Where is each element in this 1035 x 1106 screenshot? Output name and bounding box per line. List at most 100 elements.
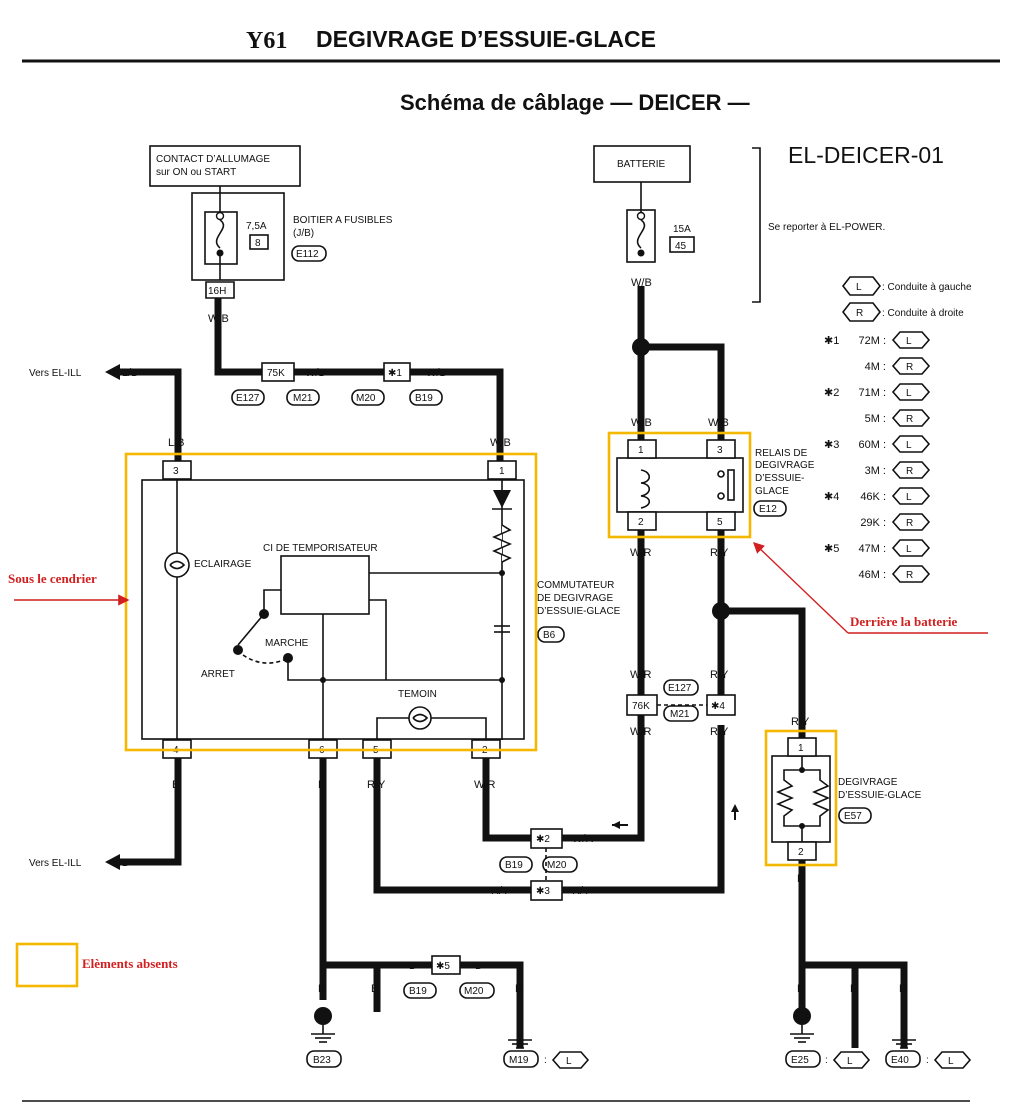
svg-text:5: 5 — [717, 517, 723, 528]
timer-ic — [280, 555, 370, 615]
svg-text:RELAIS DE: RELAIS DE — [755, 448, 808, 459]
svg-text:✱3: ✱3 — [536, 886, 550, 897]
fuse-symbol — [215, 219, 225, 249]
relay: 1 3 2 5 RELAIS DE DEGIVRAGE D’ESSUIE- GL… — [616, 439, 815, 531]
svg-text:D’ESSUIE-: D’ESSUIE- — [755, 473, 804, 484]
svg-text:M19: M19 — [509, 1055, 529, 1066]
wire-b-m19 — [460, 961, 524, 1048]
svg-text:R/Y: R/Y — [710, 669, 729, 681]
splice-wb — [632, 338, 650, 356]
svg-text:COMMUTATEUR: COMMUTATEUR — [537, 580, 614, 591]
svg-text:✱5: ✱5 — [436, 961, 450, 972]
legend-row-side: R — [906, 414, 913, 425]
legend-row-mark: ✱1 — [824, 335, 839, 347]
svg-text:L: L — [847, 1056, 853, 1067]
svg-text:W/R: W/R — [630, 669, 651, 681]
deicer-switch: 3 1 4 6 5 2 ECLAIRAGE CI DE TEMPORISATEU… — [141, 460, 621, 759]
svg-text:B: B — [850, 983, 857, 995]
svg-text:3: 3 — [717, 445, 723, 456]
svg-text:MARCHE: MARCHE — [265, 638, 309, 649]
legend-row-code: 4M : — [865, 361, 886, 373]
connector-star5: ✱5 B19 M20 — [403, 955, 495, 999]
wire-ry-switch — [373, 758, 531, 894]
legend-row-side: R — [906, 466, 913, 477]
legend-row-side: R — [906, 362, 913, 373]
legend-row-side-symbol — [891, 357, 931, 375]
svg-text:E12: E12 — [759, 504, 777, 515]
svg-text:B: B — [797, 983, 804, 995]
svg-text:W/R: W/R — [474, 779, 495, 791]
svg-text:B: B — [122, 857, 129, 869]
legend-swatch — [15, 942, 79, 988]
svg-text:CI DE TEMPORISATEUR: CI DE TEMPORISATEUR — [263, 543, 378, 554]
legend-row: 29K :R — [860, 513, 931, 531]
to-ill-top: Vers EL-ILL — [29, 368, 82, 379]
page-title: DEGIVRAGE D’ESSUIE-GLACE — [316, 26, 656, 52]
legend-row-side-symbol — [891, 461, 931, 479]
svg-text:L/B: L/B — [122, 367, 139, 379]
wire-b-e40 — [802, 961, 859, 1048]
wire-labels: W/B W/B W/B L/B L/B W/B W/B W/B W/B W/R … — [29, 277, 906, 995]
svg-text:M20: M20 — [464, 986, 484, 997]
legend-row-side: R — [906, 518, 913, 529]
svg-text:3: 3 — [173, 466, 179, 477]
legend-row-side: R — [906, 570, 913, 581]
wire-wb-to-switch — [410, 368, 504, 462]
svg-text:W/B: W/B — [305, 367, 326, 379]
svg-text:1: 1 — [638, 445, 644, 456]
legend-row: 4M : R — [865, 357, 931, 375]
svg-text:TEMOIN: TEMOIN — [398, 689, 437, 700]
svg-text:L/B: L/B — [168, 437, 185, 449]
arrow-left-head — [612, 821, 620, 829]
svg-text:76K: 76K — [632, 701, 650, 712]
svg-text:B23: B23 — [313, 1055, 331, 1066]
legend: L : Conduite à gauche R : Conduite à dro… — [824, 276, 972, 583]
svg-text:E112: E112 — [296, 249, 319, 260]
arrow-to-ill-bottom — [105, 854, 120, 870]
battery: BATTERIE 15A 45 — [593, 145, 695, 263]
svg-text:B: B — [371, 983, 378, 995]
legend-l-text: : Conduite à gauche — [882, 282, 972, 293]
note-derriere-batterie: Derrière la batterie — [850, 614, 958, 629]
wire-wr-switch — [482, 758, 531, 842]
note-elements-absents: Elèments absents — [82, 956, 178, 971]
svg-text:✱2: ✱2 — [536, 834, 550, 845]
svg-text:W/B: W/B — [708, 417, 729, 429]
ground-e40: E40 : L — [885, 1039, 972, 1069]
svg-text:M21: M21 — [670, 709, 690, 720]
svg-text:D’ESSUIE-GLACE: D’ESSUIE-GLACE — [838, 790, 922, 801]
wire-ry-heater — [721, 607, 806, 738]
diode-icon — [493, 490, 511, 508]
ignition-switch: CONTACT D’ALLUMAGE sur ON ou START — [149, 145, 301, 187]
legend-row-code: 60M : — [858, 439, 886, 451]
splice-e25 — [793, 1007, 811, 1025]
svg-text:W/R: W/R — [630, 547, 651, 559]
svg-text:75K: 75K — [267, 368, 285, 379]
wire-ign-wb — [214, 295, 262, 376]
svg-text:B: B — [515, 983, 522, 995]
svg-text:B: B — [318, 983, 325, 995]
svg-text:GLACE: GLACE — [755, 486, 789, 497]
diagram-subtitle: Schéma de câblage — DEICER — — [400, 90, 750, 115]
svg-text:ARRET: ARRET — [201, 669, 235, 680]
highlight-heater — [764, 729, 838, 867]
svg-text:W/B: W/B — [426, 367, 447, 379]
legend-row-code: 46M : — [858, 569, 886, 581]
arrow-to-ill-top — [105, 364, 120, 380]
legend-row-side: L — [906, 388, 912, 399]
legend-row-side-symbol — [891, 539, 931, 557]
svg-text:W/B: W/B — [490, 437, 511, 449]
svg-text:1: 1 — [798, 743, 804, 754]
annotations: Sous le cendrier Derrière la batterie El… — [8, 431, 988, 988]
header: Y61 DEGIVRAGE D’ESSUIE-GLACE Schéma de c… — [22, 26, 1000, 303]
legend-row-code: 5M : — [865, 413, 886, 425]
svg-text:M21: M21 — [293, 393, 313, 404]
legend-row-side-symbol — [891, 409, 931, 427]
